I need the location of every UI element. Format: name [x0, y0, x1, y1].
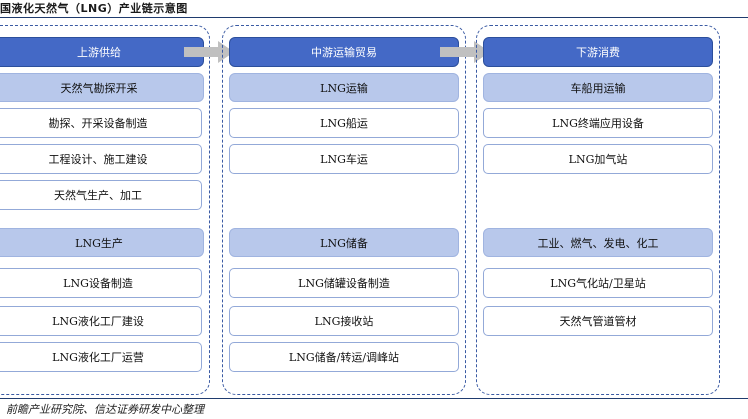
- upstream-group2-title: LNG生产: [0, 228, 204, 257]
- figure-title: 国液化天然气（LNG）产业链示意图: [0, 2, 188, 15]
- upstream-item: LNG液化工厂运营: [0, 342, 202, 372]
- midstream-header: 中游运输贸易: [229, 37, 459, 67]
- midstream-item: LNG船运: [229, 108, 459, 138]
- upstream-item: 天然气生产、加工: [0, 180, 202, 210]
- upstream-item: 工程设计、施工建设: [0, 144, 202, 174]
- flow-arrow-icon: [184, 41, 234, 63]
- midstream-item: LNG接收站: [229, 306, 459, 336]
- downstream-header: 下游消费: [483, 37, 713, 67]
- downstream-item: LNG终端应用设备: [483, 108, 713, 138]
- upstream-item: LNG液化工厂建设: [0, 306, 202, 336]
- midstream-column: [222, 25, 466, 395]
- upstream-column: [0, 25, 210, 395]
- flow-arrow-icon: [440, 41, 490, 63]
- downstream-column: [476, 25, 720, 395]
- upstream-group1-title: 天然气勘探开采: [0, 73, 204, 102]
- midstream-item: LNG储罐设备制造: [229, 268, 459, 298]
- upstream-item: 勘探、开采设备制造: [0, 108, 202, 138]
- downstream-group1-title: 车船用运输: [483, 73, 713, 102]
- midstream-item: LNG车运: [229, 144, 459, 174]
- downstream-item: 天然气管道管材: [483, 306, 713, 336]
- downstream-item: LNG气化站/卫星站: [483, 268, 713, 298]
- top-rule: [0, 17, 748, 18]
- downstream-item: LNG加气站: [483, 144, 713, 174]
- source-note: 前瞻产业研究院、信达证券研发中心整理: [6, 403, 204, 416]
- midstream-group1-title: LNG运输: [229, 73, 459, 102]
- downstream-group2-title: 工业、燃气、发电、化工: [483, 228, 713, 257]
- midstream-group2-title: LNG储备: [229, 228, 459, 257]
- midstream-item: LNG储备/转运/调峰站: [229, 342, 459, 372]
- bottom-rule: [0, 398, 748, 399]
- upstream-item: LNG设备制造: [0, 268, 202, 298]
- upstream-header: 上游供给: [0, 37, 204, 67]
